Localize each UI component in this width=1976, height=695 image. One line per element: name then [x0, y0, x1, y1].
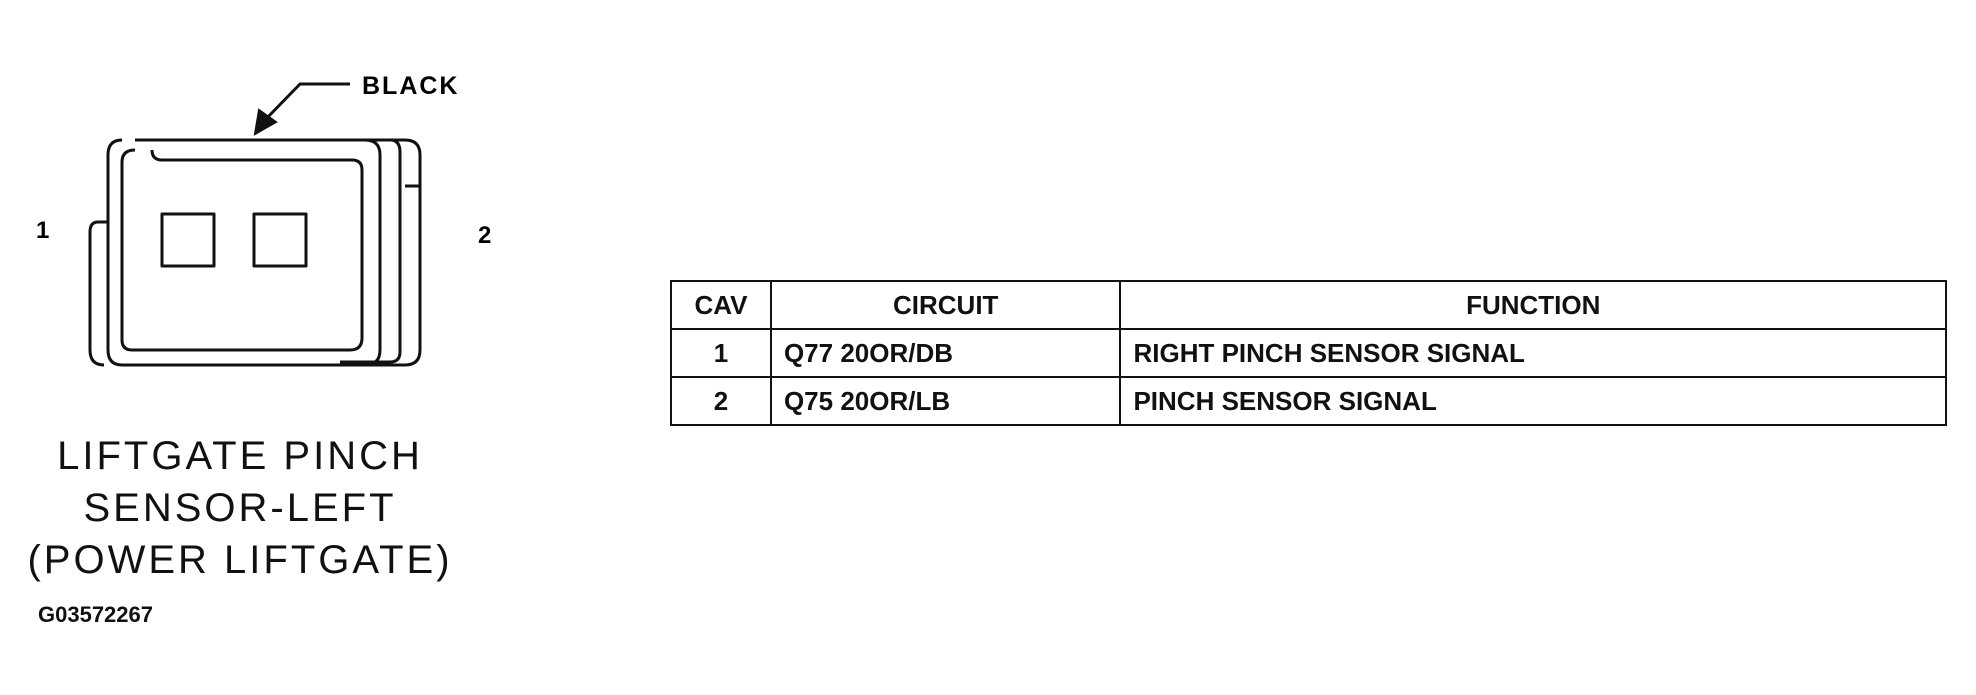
pin-label-2: 2 [478, 222, 491, 249]
cell-cav: 1 [670, 328, 772, 378]
color-leader-line [263, 82, 350, 122]
cell-function: PINCH SENSOR SIGNAL [1119, 376, 1947, 426]
figure-id: G03572267 [38, 602, 153, 627]
connector-face-inner [120, 148, 364, 352]
table-row: 2 Q75 20OR/LB PINCH SENSOR SIGNAL [670, 376, 1947, 426]
color-label: BLACK [362, 72, 460, 100]
table-header-row: CAV CIRCUIT FUNCTION [670, 280, 1947, 330]
connector-diagram: BLACK 1 2 [36, 72, 491, 367]
connector-side-tab [88, 220, 108, 367]
cell-function: RIGHT PINCH SENSOR SIGNAL [1119, 328, 1947, 378]
cavity-1 [160, 212, 216, 268]
color-leader-arrow [253, 108, 278, 136]
header-function: FUNCTION [1119, 280, 1947, 330]
pinout-table: CAV CIRCUIT FUNCTION 1 Q77 20OR/DB RIGHT… [670, 280, 1947, 426]
header-circuit: CIRCUIT [769, 280, 1122, 330]
connector-caption: LIFTGATE PINCH SENSOR-LEFT (POWER LIFTGA… [20, 430, 460, 586]
cavity-2 [252, 212, 308, 268]
header-cav: CAV [670, 280, 772, 330]
caption-line-3: (POWER LIFTGATE) [27, 538, 453, 582]
connector-housing-rear [360, 138, 422, 367]
cell-circuit: Q77 20OR/DB [769, 328, 1122, 378]
connector-housing-outer [106, 138, 382, 367]
connector-housing-middle [340, 138, 402, 364]
caption-line-2: SENSOR-LEFT [83, 486, 397, 530]
cell-circuit: Q75 20OR/LB [769, 376, 1122, 426]
caption-line-1: LIFTGATE PINCH [57, 434, 423, 478]
table-row: 1 Q77 20OR/DB RIGHT PINCH SENSOR SIGNAL [670, 328, 1947, 378]
pin-label-1: 1 [36, 217, 49, 244]
cell-cav: 2 [670, 376, 772, 426]
